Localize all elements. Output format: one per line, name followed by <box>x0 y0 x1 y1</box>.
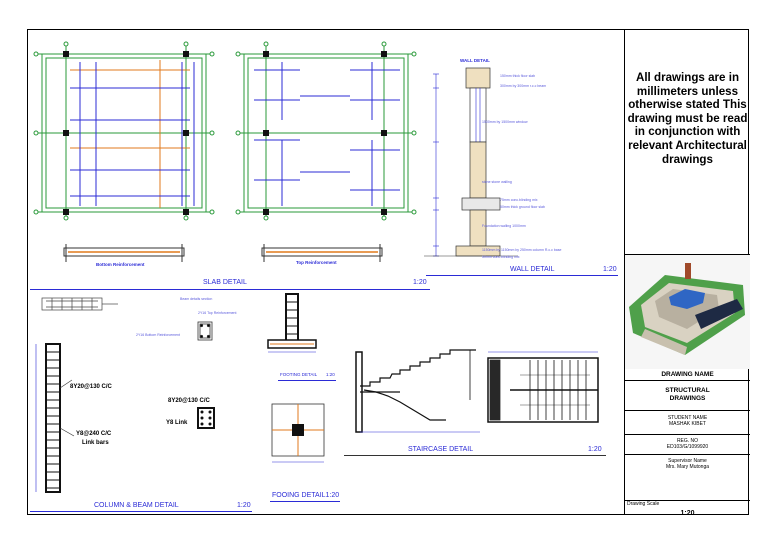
wall-note-2: 300mm by 300mm r.c.c beam <box>500 84 547 88</box>
student-name-label: STUDENT NAME <box>667 415 708 421</box>
footing-section <box>267 293 317 353</box>
wall-title-underline <box>426 275 618 276</box>
drawing-scale-label: Drawing Scale <box>627 501 660 507</box>
drawing-name-label: DRAWING NAME <box>625 369 750 381</box>
wall-detail-title: WALL DETAIL <box>510 266 555 273</box>
wall-note-7: Foundation walling 1000mm <box>482 224 526 228</box>
general-notes: All drawings are in millimeters unless o… <box>625 67 750 255</box>
reg-no: ED103/G/1099920 <box>666 444 709 450</box>
top-reinforcement-label: Top Reinforcement <box>296 260 337 265</box>
slab-detail-scale: 1:20 <box>413 279 427 286</box>
bottom-reinforcement-label: Bottom Reinforcement <box>96 262 145 267</box>
title-block: All drawings are in millimeters unless o… <box>624 29 750 517</box>
scale-cell: Drawing Scale 1:20 <box>625 501 750 525</box>
wall-note-9: 50mm conc.blinding mix <box>482 255 520 259</box>
wall-note-1: 150mm thick floor slab <box>500 74 536 78</box>
beam-bottom-reinforcement: 2Y16 Bottom Reinforcement <box>136 333 180 337</box>
column-links: Y8@240 C/C <box>76 431 112 437</box>
rendering-cell <box>625 255 750 369</box>
reg-no-label: REG. NO <box>676 438 699 444</box>
footing-detail-scale: 1:20 <box>326 372 335 377</box>
wall-note-6: 50mm thick ground floor slab <box>500 205 545 209</box>
staircase-section <box>355 349 480 433</box>
slab-title-underline <box>30 289 430 290</box>
footing-detail-title: FOOTING DETAIL <box>280 372 318 377</box>
wall-detail-scale: 1:20 <box>603 266 617 273</box>
staircase-title-underline <box>344 455 606 456</box>
reg-cell: REG. NO ED103/G/1099920 <box>625 435 750 455</box>
wall-note-5: 75mm conc.blinding mix <box>500 198 538 202</box>
wall-note-3: 1500mm by 1500mm window <box>482 120 528 124</box>
column-section <box>197 407 215 429</box>
footing-plan-title: FOOING DETAIL1:20 <box>272 492 340 499</box>
column-main-bars: 8Y20@130 C/C <box>70 384 112 390</box>
wall-note-8: 1150mm by 1150mm by 250mm column R.c.c b… <box>482 248 562 252</box>
footing-title-underline <box>278 380 336 381</box>
student-name: MASHAK KIBET <box>669 421 706 427</box>
slab-bottom-section <box>63 244 185 262</box>
beam-elevation <box>41 297 118 311</box>
building-rendering <box>625 255 750 369</box>
supervisor-label: Supervisor Name <box>668 458 707 464</box>
beam-section-label: Beam details section <box>180 297 213 301</box>
staircase-detail-scale: 1:20 <box>588 446 602 453</box>
beam-section <box>197 321 213 341</box>
column-elevation <box>35 343 75 493</box>
column-section-bars: 8Y20@130 C/C <box>168 398 210 404</box>
supervisor-name: Mrs. Mary Mutonga <box>665 464 710 470</box>
column-beam-scale: 1:20 <box>237 502 251 509</box>
column-link-bars: Link bars <box>82 440 109 446</box>
slab-detail-title: SLAB DETAIL <box>203 279 247 286</box>
staircase-plan <box>487 351 599 423</box>
student-cell: STUDENT NAME MASHAK KIBET <box>625 411 750 435</box>
footing-plan-underline <box>270 501 340 502</box>
wall-note-4: stone stone walling <box>482 180 512 184</box>
drawing-scale: 1:20 <box>680 510 695 517</box>
slab-top-section <box>261 244 383 262</box>
staircase-detail-title: STAIRCASE DETAIL <box>408 446 474 453</box>
wall-detail-heading: WALL DETAIL <box>460 58 490 63</box>
beam-top-reinforcement: 2Y16 Top Reinforcement <box>198 311 237 315</box>
drawing-canvas <box>33 41 599 493</box>
wall-section <box>424 67 518 257</box>
drawing-name: STRUCTURAL DRAWINGS <box>625 381 750 411</box>
column-section-link: Y8 Link <box>166 420 188 426</box>
column-beam-title: COLUMN & BEAM DETAIL <box>94 502 179 509</box>
supervisor-cell: Supervisor Name Mrs. Mary Mutonga <box>625 455 750 501</box>
slab-bottom-plan <box>33 41 215 221</box>
column-beam-underline <box>30 511 252 512</box>
slab-top-plan <box>235 41 417 221</box>
footing-plan <box>271 403 325 463</box>
